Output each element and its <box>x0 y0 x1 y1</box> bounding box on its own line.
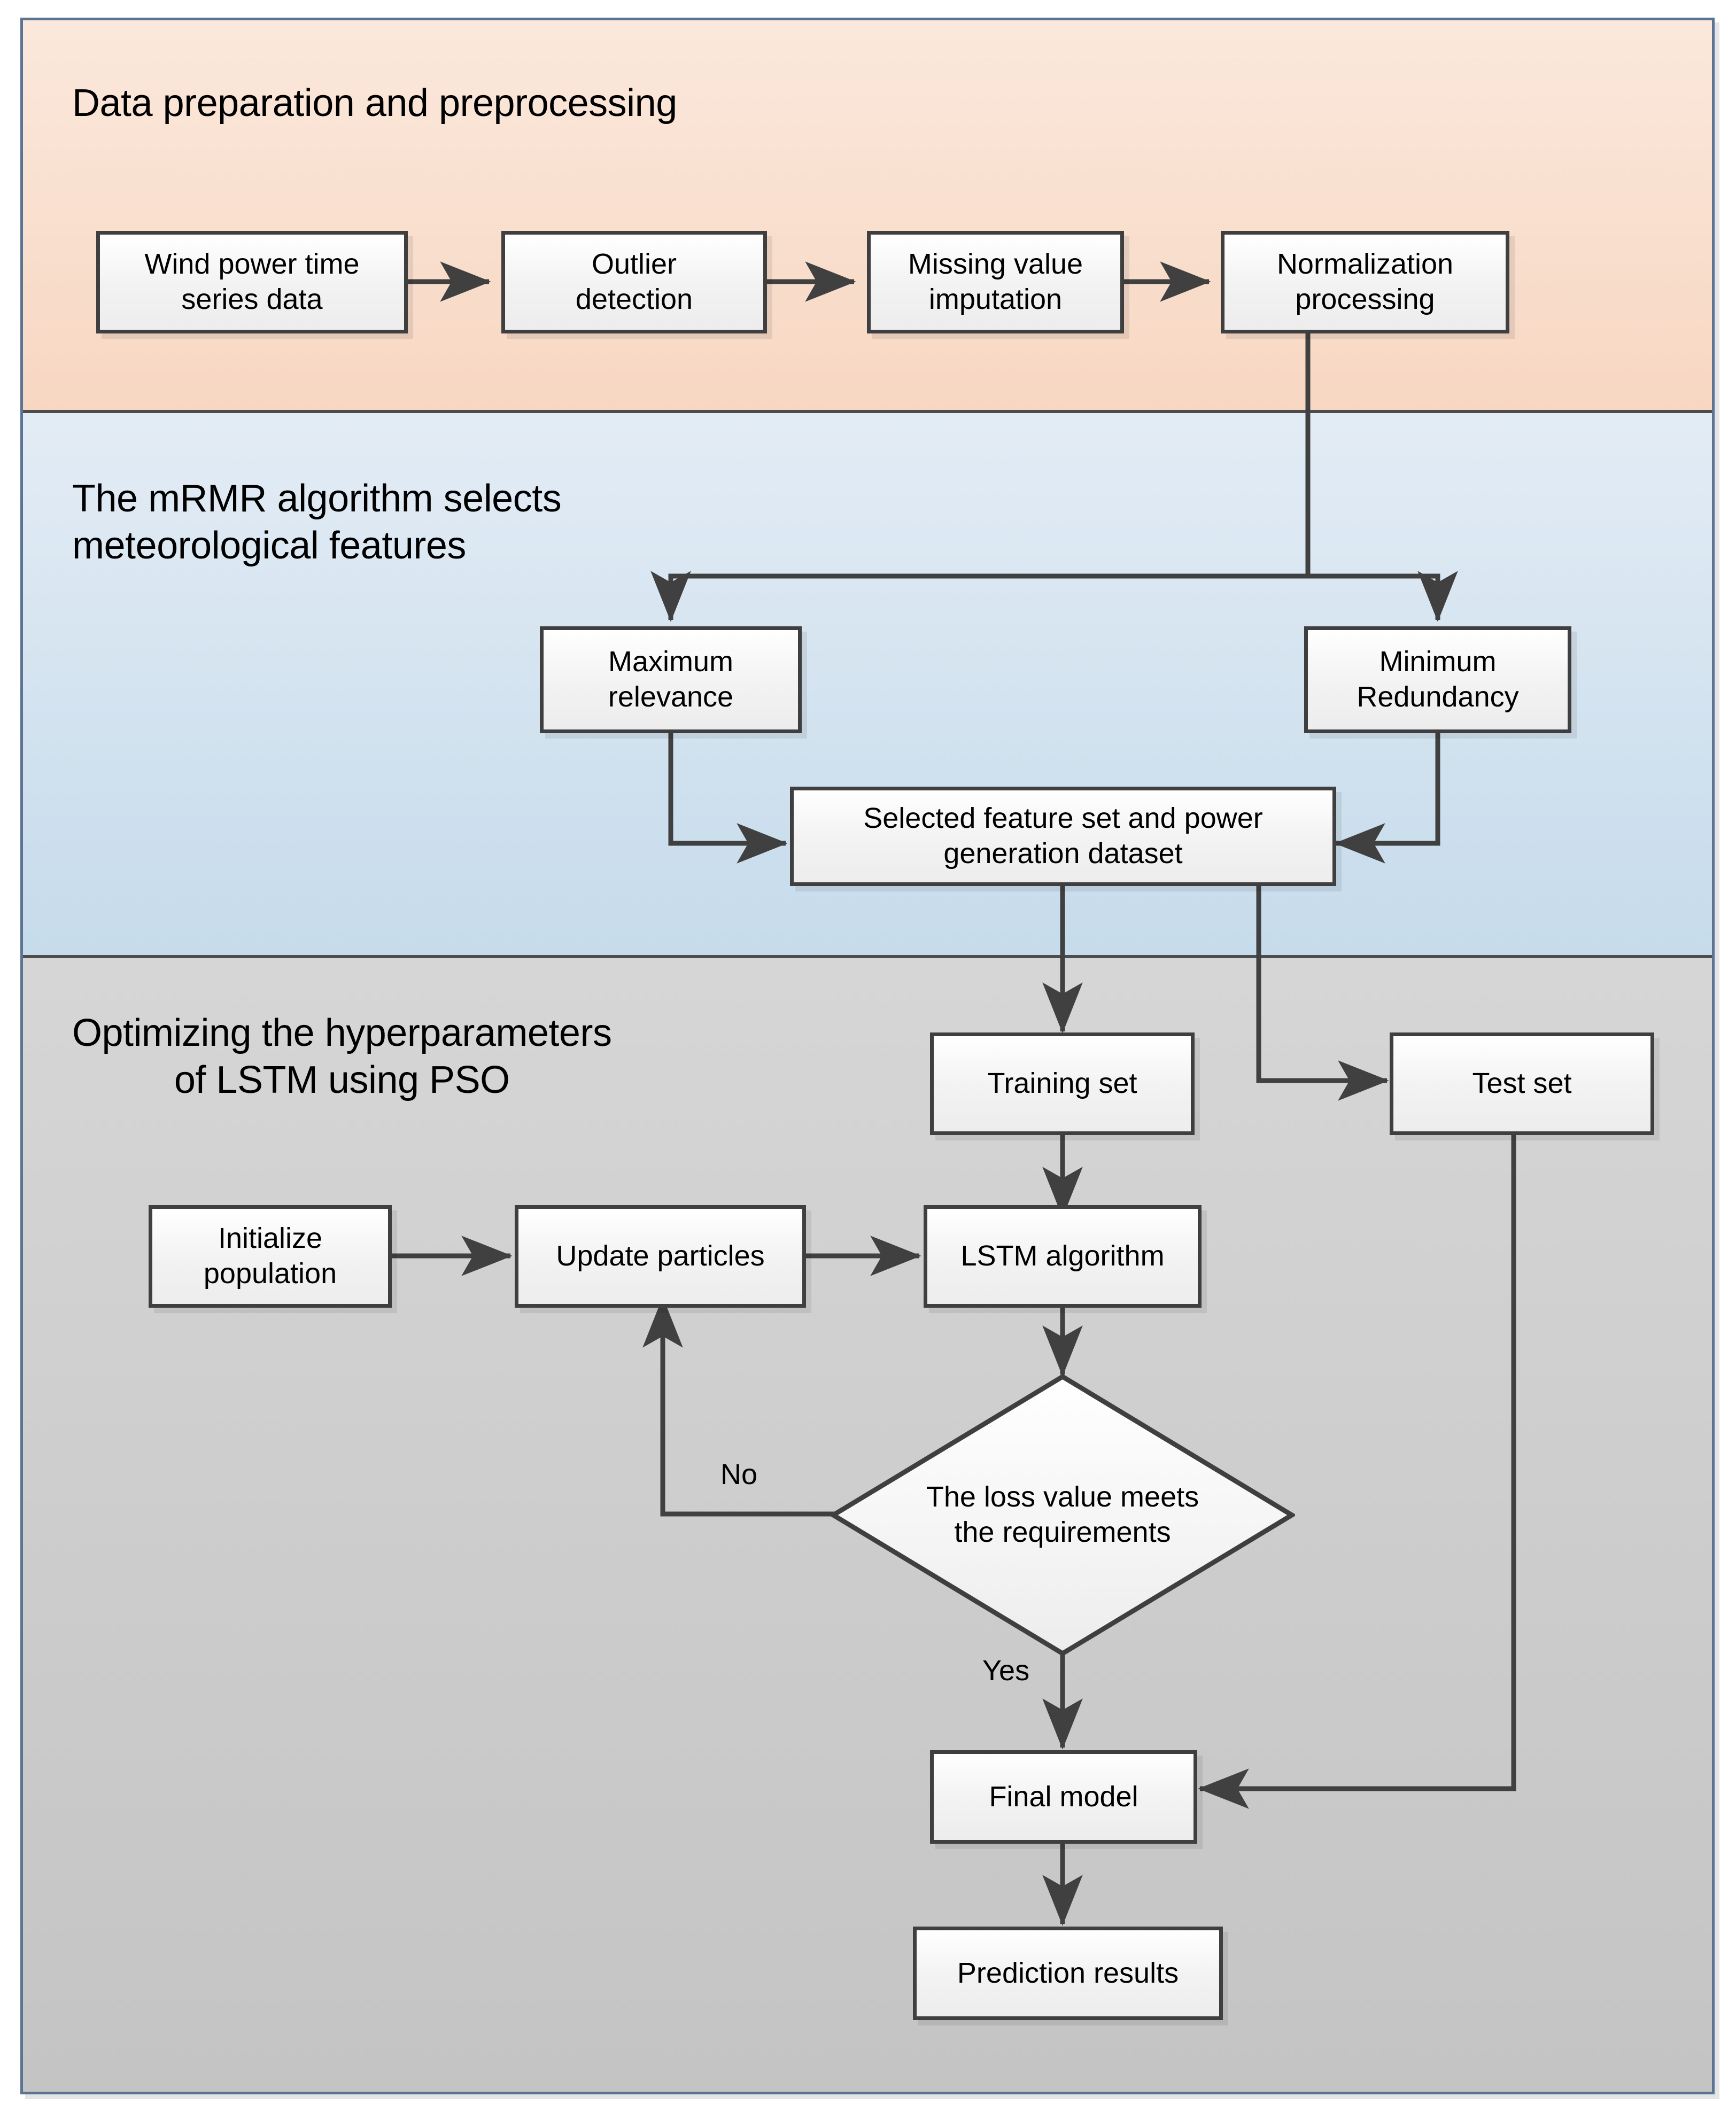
node-minimum-redundancy[interactable]: Minimum Redundancy <box>1304 626 1571 733</box>
node-lstm-algorithm[interactable]: LSTM algorithm <box>924 1205 1202 1308</box>
node-decision-loss-value[interactable]: The loss value meets the requirements <box>830 1373 1295 1657</box>
node-update-particles[interactable]: Update particles <box>515 1205 806 1308</box>
diamond-shape <box>830 1373 1295 1657</box>
band-title-mrmr: The mRMR algorithm selects meteorologica… <box>72 477 562 567</box>
node-initialize-population[interactable]: Initialize population <box>149 1205 392 1308</box>
node-missing-value-imputation[interactable]: Missing value imputation <box>867 231 1124 333</box>
node-selected-feature-set[interactable]: Selected feature set and power generatio… <box>790 787 1336 886</box>
node-wind-power-time-series-data[interactable]: Wind power time series data <box>96 231 408 333</box>
node-prediction-results[interactable]: Prediction results <box>913 1927 1223 2020</box>
node-test-set[interactable]: Test set <box>1390 1032 1654 1135</box>
edge-label-no: No <box>720 1458 758 1490</box>
node-maximum-relevance[interactable]: Maximum relevance <box>540 626 802 733</box>
band-title-pso: Optimizing the hyperparameters of LSTM u… <box>72 1012 612 1101</box>
band-title-data-preparation: Data preparation and preprocessing <box>72 82 677 125</box>
node-final-model[interactable]: Final model <box>930 1750 1197 1844</box>
band-data-preparation <box>23 20 1712 413</box>
node-outlier-detection[interactable]: Outlier detection <box>501 231 767 333</box>
node-normalization-processing[interactable]: Normalization processing <box>1221 231 1509 333</box>
edge-label-yes: Yes <box>982 1655 1030 1687</box>
node-training-set[interactable]: Training set <box>930 1032 1195 1135</box>
decision-label: The loss value meets the requirements <box>926 1481 1199 1548</box>
